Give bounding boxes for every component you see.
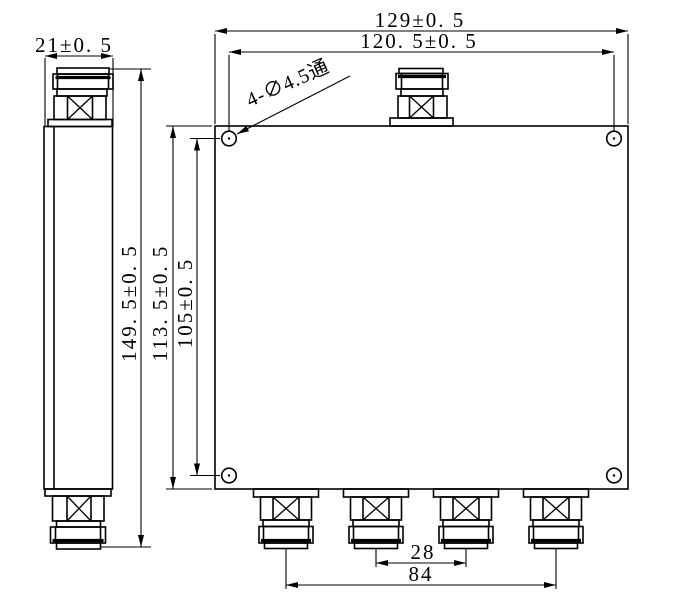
input-connector-top — [389, 67, 454, 127]
side-view — [43, 67, 114, 550]
dim-port-pitch: 28 — [375, 540, 467, 567]
side-bottom-connector — [44, 488, 112, 550]
hole-note-label: 4-∅4.5通 — [243, 54, 333, 111]
dim-port-span: 84 — [285, 549, 557, 589]
cross-hatch-icon — [452, 496, 480, 521]
output-connector-4 — [522, 488, 590, 550]
output-connector-1 — [252, 488, 320, 550]
hole-note: 4-∅4.5通 — [236, 54, 351, 135]
dim-overall-height: 149. 5±0. 5 — [101, 68, 151, 548]
cross-hatch-icon — [67, 95, 93, 120]
dim-hole-span-vertical-label: 105±0. 5 — [173, 258, 197, 349]
dim-hole-span-horizontal-label: 120. 5±0. 5 — [360, 29, 478, 53]
hole-note-leader-line — [236, 75, 351, 135]
front-body — [214, 125, 629, 490]
dim-overall-height-label: 149. 5±0. 5 — [117, 244, 141, 362]
cross-hatch-icon — [409, 95, 434, 119]
cross-hatch-icon — [272, 496, 300, 521]
cross-hatch-icon — [362, 496, 390, 521]
dim-port-span-label: 84 — [409, 562, 434, 586]
mounting-hole-bottom-right — [605, 467, 623, 484]
dim-hole-span-vertical: 105±0. 5 — [173, 137, 220, 477]
front-view — [214, 67, 629, 550]
side-top-connector — [47, 67, 114, 128]
dim-body-height: 113. 5±0. 5 — [148, 125, 212, 490]
dim-hole-span-horizontal: 120. 5±0. 5 — [228, 29, 615, 132]
dim-port-pitch-label: 28 — [411, 540, 436, 564]
mounting-holes — [220, 130, 623, 484]
dim-overall-width: 129±0. 5 — [214, 8, 629, 124]
cross-hatch-icon — [66, 495, 92, 522]
dim-overall-width-label: 129±0. 5 — [375, 8, 466, 32]
mounting-hole-bottom-left — [220, 467, 238, 484]
output-connector-2 — [342, 488, 410, 550]
dim-side-width: 21±0. 5 — [35, 33, 114, 127]
output-connector-3 — [432, 488, 500, 550]
dim-body-height-label: 113. 5±0. 5 — [148, 245, 172, 362]
dim-side-width-label: 21±0. 5 — [35, 33, 113, 57]
cross-hatch-icon — [542, 496, 570, 521]
